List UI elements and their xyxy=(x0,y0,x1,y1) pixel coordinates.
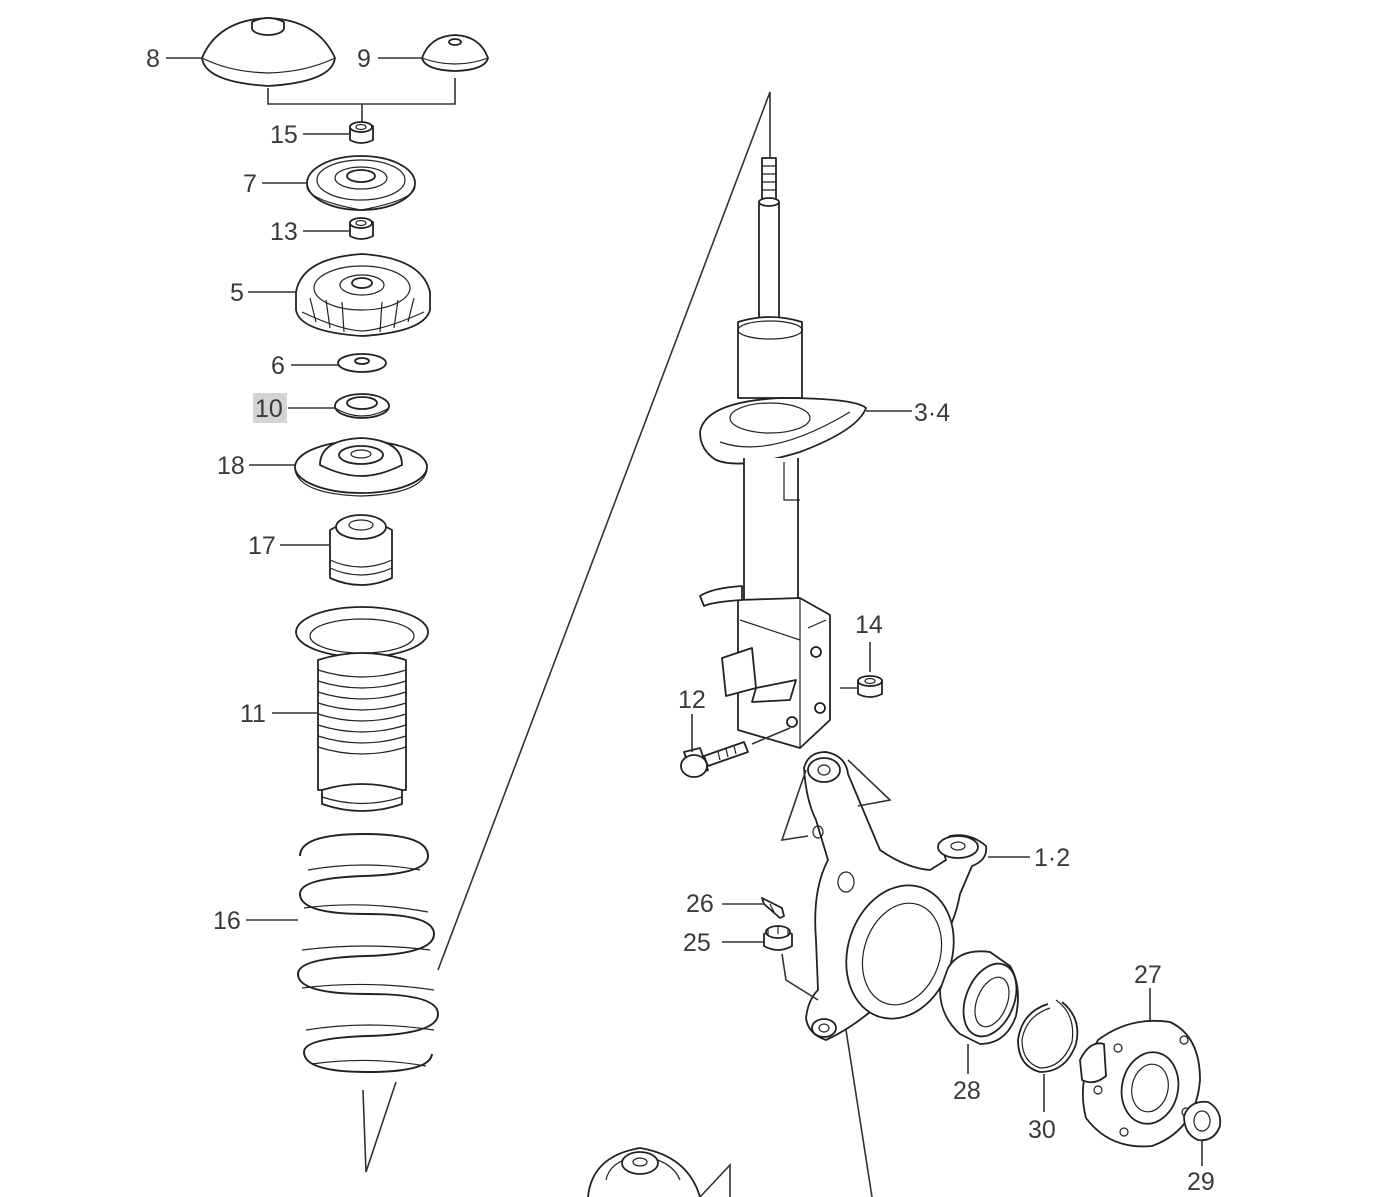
part-28-bearing xyxy=(939,950,1019,1045)
part-10-ring xyxy=(334,393,390,419)
label-8[interactable]: 8 xyxy=(146,45,160,73)
label-16[interactable]: 16 xyxy=(213,907,241,935)
part-12-bolt xyxy=(680,741,749,778)
part-15-nut xyxy=(349,121,374,144)
part-26-pin xyxy=(761,897,785,919)
part-13-nut xyxy=(349,217,374,240)
part-18-seat xyxy=(294,437,428,497)
label-9[interactable]: 9 xyxy=(357,45,371,73)
label-30[interactable]: 30 xyxy=(1028,1116,1056,1144)
part-8-cap xyxy=(201,17,336,87)
part-30-snapring xyxy=(1017,999,1079,1073)
label-29[interactable]: 29 xyxy=(1187,1168,1215,1196)
label-15[interactable]: 15 xyxy=(270,121,298,149)
part-1-2-knuckle xyxy=(803,751,988,1041)
part-7-plate xyxy=(306,155,416,211)
label-6[interactable]: 6 xyxy=(271,352,285,380)
part-11-boot xyxy=(295,606,429,812)
label-12[interactable]: 12 xyxy=(678,686,706,714)
part-6-washer xyxy=(337,353,387,373)
label-28[interactable]: 28 xyxy=(953,1077,981,1105)
part-partial-mount xyxy=(587,1147,731,1197)
part-27-hub xyxy=(1079,1019,1201,1148)
bracket-8-9 xyxy=(267,78,456,122)
label-17[interactable]: 17 xyxy=(248,532,276,560)
part-25-nut xyxy=(763,925,793,951)
label-10-highlight xyxy=(253,393,287,423)
label-13[interactable]: 13 xyxy=(270,218,298,246)
part-9-cap xyxy=(421,34,489,72)
part-3-4-strut xyxy=(699,157,867,749)
label-10[interactable]: 10 xyxy=(255,395,283,423)
label-11[interactable]: 11 xyxy=(240,700,266,728)
label-27[interactable]: 27 xyxy=(1134,961,1162,989)
part-17-bumpstop xyxy=(329,514,393,586)
label-26[interactable]: 26 xyxy=(686,890,714,918)
label-18[interactable]: 18 xyxy=(217,452,245,480)
label-1-2[interactable]: 1·2 xyxy=(1034,844,1070,872)
label-3-4[interactable]: 3·4 xyxy=(914,399,950,427)
part-29-nut xyxy=(1183,1100,1222,1142)
guide-line-strut xyxy=(437,91,771,971)
label-14[interactable]: 14 xyxy=(855,611,883,639)
spring-arrow xyxy=(362,1081,397,1173)
part-16-spring xyxy=(297,833,439,1073)
part-5-mount xyxy=(295,253,431,337)
label-7[interactable]: 7 xyxy=(243,170,257,198)
label-5[interactable]: 5 xyxy=(230,279,244,307)
part-14-nut xyxy=(857,675,883,698)
leader-lines xyxy=(166,57,912,921)
label-25[interactable]: 25 xyxy=(683,929,711,957)
